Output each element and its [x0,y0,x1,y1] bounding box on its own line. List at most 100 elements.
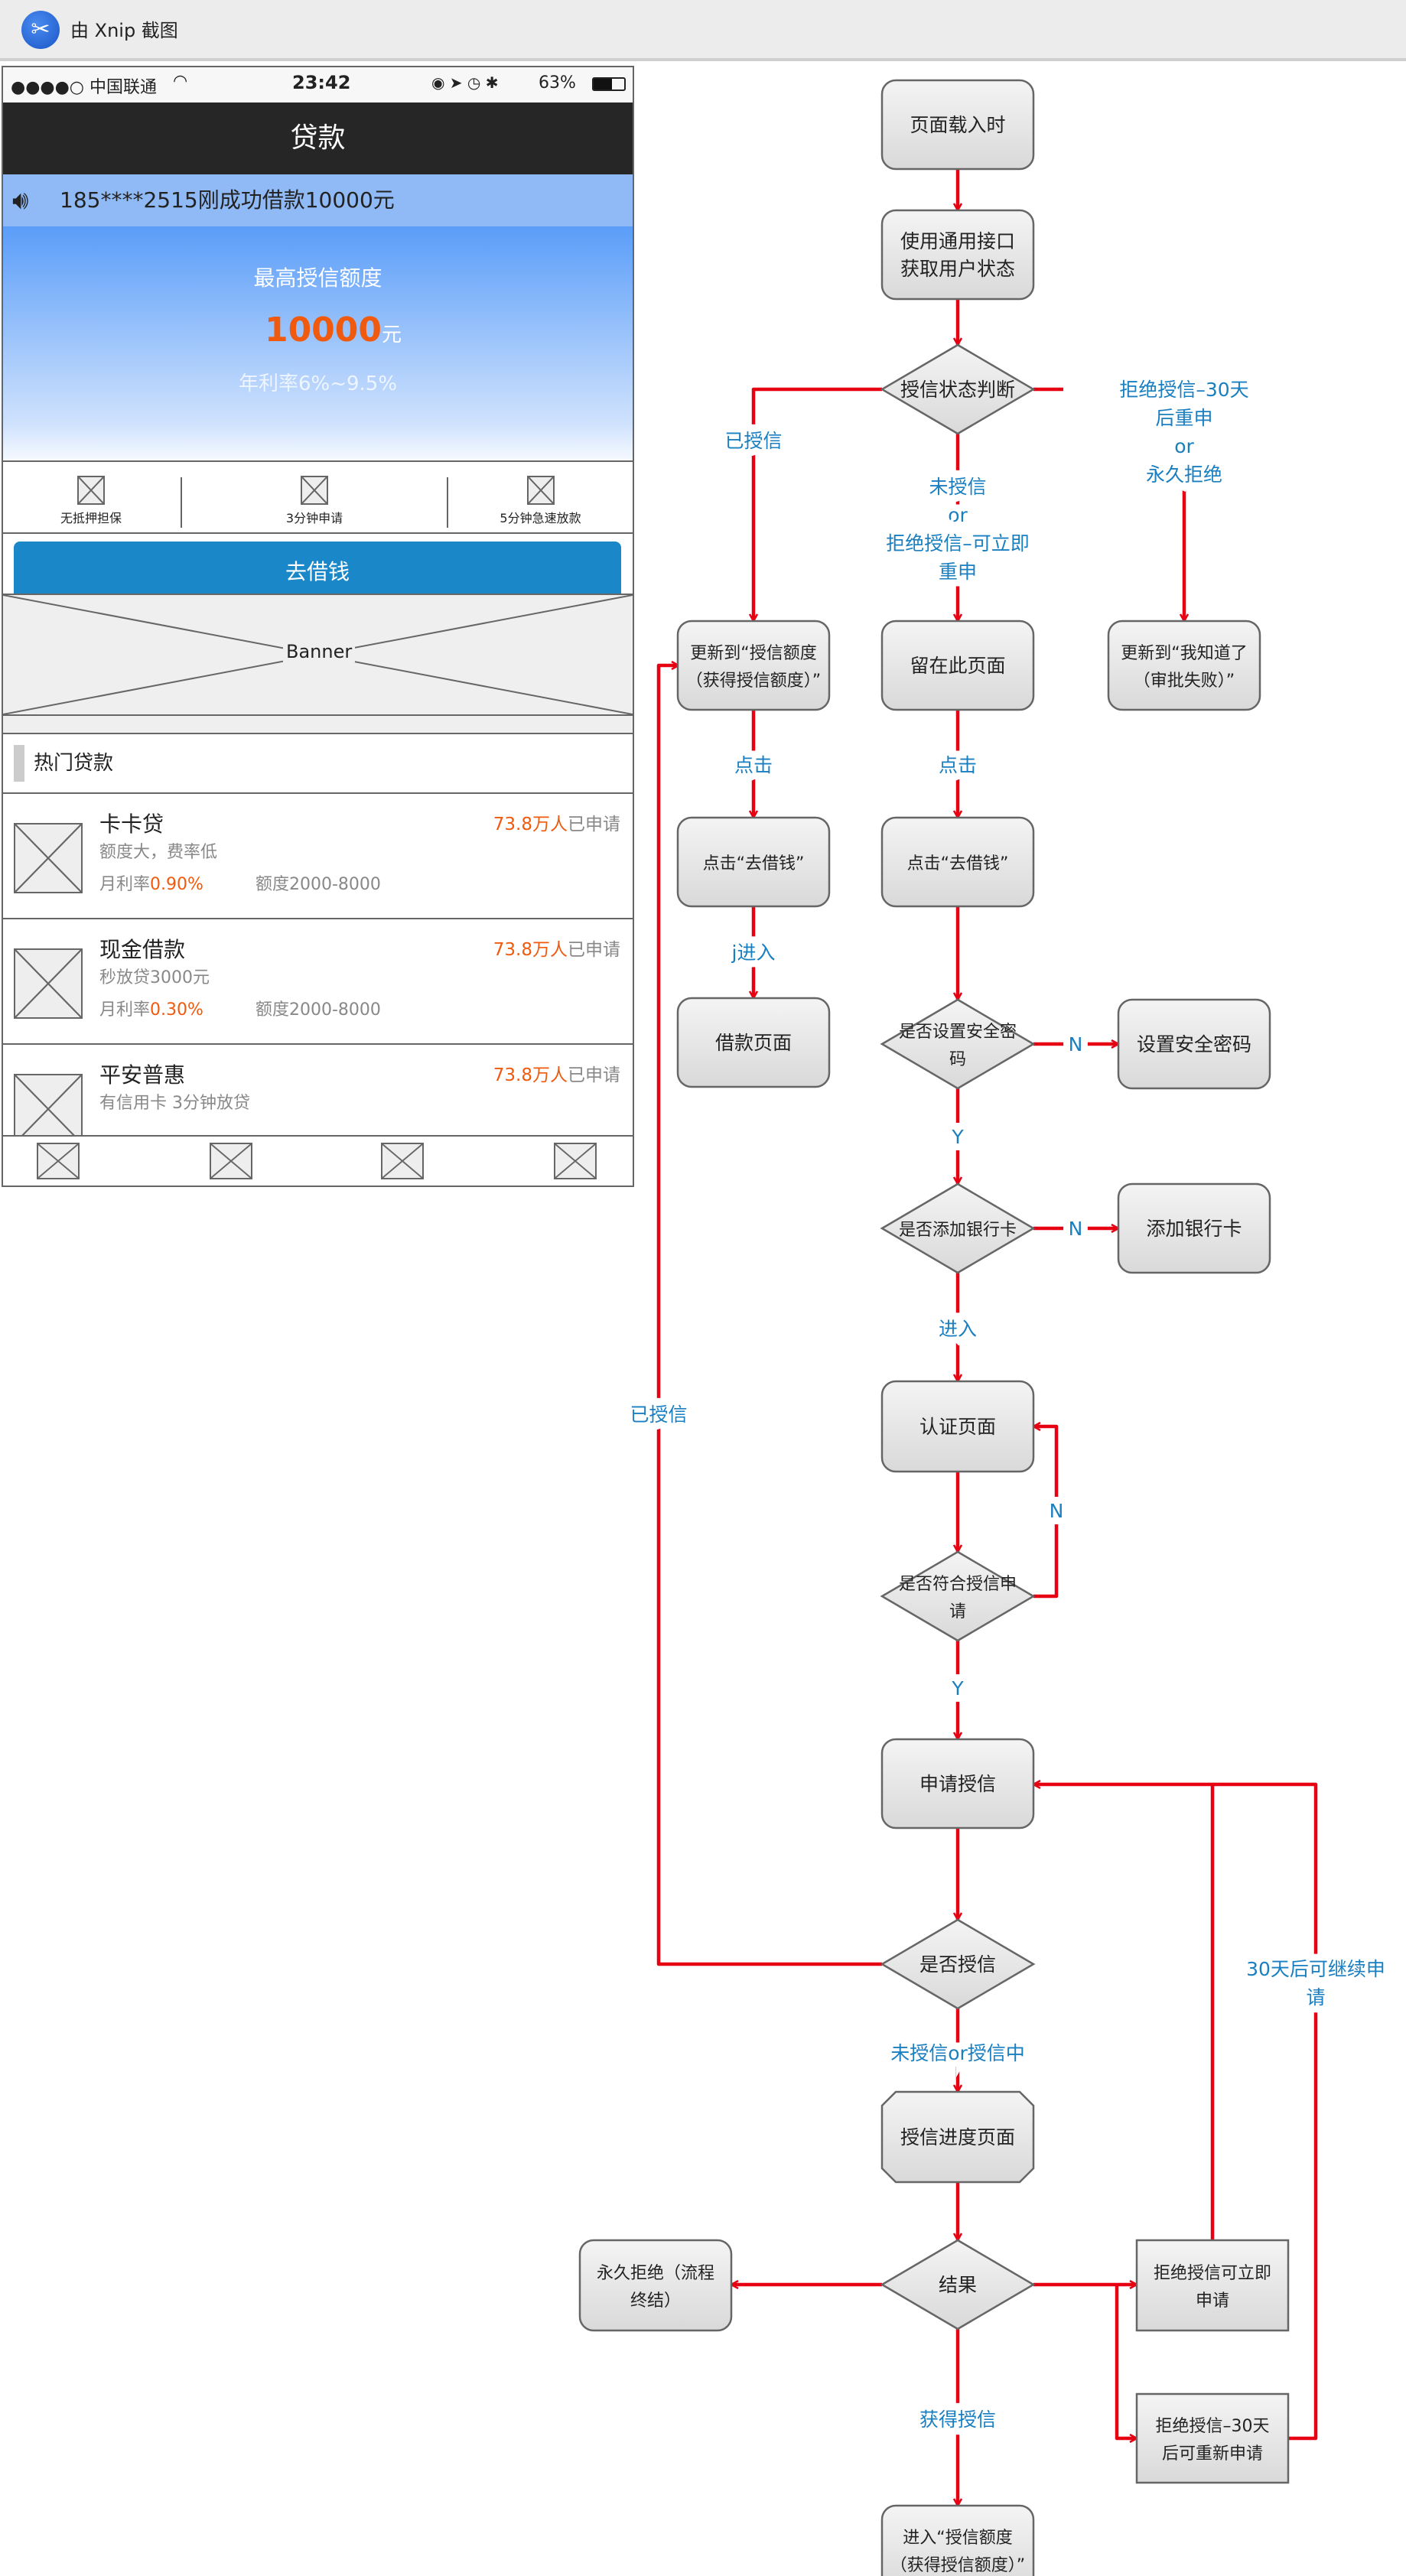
flow-node-auth-page: 认证页面 [880,1380,1035,1473]
label-text: 拒绝授信–30天 [1119,379,1248,401]
flow-node-update-fail: 更新到“我知道了（审批失败）” [1107,620,1261,711]
flow-label-n1: N [1062,1026,1090,1062]
node-text: 是否授信 [919,1953,996,1976]
node-text: （审批失败）” [1134,672,1235,691]
status-icons: ◉ ➤ ◷ ✱ [431,73,499,92]
node-text: 后可重新申请 [1162,2444,1263,2464]
flow-node-enter-credit: 进入“授信额度 （获得授信额度）” [880,2504,1035,2576]
node-text: 拒绝授信–30天 [1156,2417,1270,2436]
tab-icon [37,1143,80,1179]
node-text: 请 [949,1602,966,1621]
node-text: 结果 [939,2274,977,2296]
node-text: 点击“去借钱” [703,854,805,873]
label-text: 获得授信 [919,2408,996,2431]
loan-item[interactable]: 卡卡贷 额度大，费率低 月利率0.90% 额度2000-8000 73.8万人已… [3,794,633,919]
flow-node-click-mid: 点击“去借钱” [880,816,1035,908]
loan-image-icon [14,948,83,1019]
borrow-button[interactable]: 去借钱 [14,542,621,603]
notice-text: 185****2515刚成功借款10000元 [60,187,395,213]
hot-loans-header: 热门贷款 [3,733,633,794]
node-text: 更新到“授信额度 [690,644,816,663]
rate-label: 月利率 [99,875,151,894]
status-time: 23:42 [292,72,351,93]
tab-loan[interactable]: 贷款 [35,1143,81,1186]
loan-name: 现金借款 [99,937,186,962]
tab-news[interactable]: 资讯 [379,1143,425,1186]
flow-node-apply: 申请授信 [880,1738,1035,1830]
rate-value: 0.30% [150,1000,203,1020]
flow-arrow [753,387,882,621]
label-text: 点击 [734,754,773,776]
node-text: 留在此页面 [910,655,1005,677]
label-text: or [948,504,968,526]
loan-rate: 月利率0.30% [99,996,203,1020]
tab-accounting[interactable]: 记账 [208,1143,254,1186]
loan-name: 卡卡贷 [99,812,164,837]
node-text: 是否符合授信申 [899,1575,1017,1594]
feature-label: 3分钟申请 [285,511,343,525]
flow-node-add-card: 添加银行卡 [1117,1182,1271,1274]
node-text: 码 [949,1050,966,1069]
hot-loans-title: 热门贷款 [34,752,114,775]
flow-label-y2: Y [944,1670,971,1706]
loan-desc: 秒放贷3000元 [99,968,210,987]
notice-bar: 🔊︎ 185****2515刚成功借款10000元 [3,174,633,226]
hero-rate: 年利率6%~9.5% [238,372,398,395]
flow-node-result: 结果 [880,2239,1036,2330]
battery-percent: 63% [539,73,576,93]
node-text: （获得授信额度）” [890,2556,1025,2575]
count-value: 73.8万人 [493,1065,568,1085]
feature-item: 3分钟申请 [182,462,447,532]
tab-mine[interactable]: 我的 [552,1143,598,1186]
loan-desc: 有信用卡 3分钟放贷 [99,1094,250,1113]
flow-label-enter: 进入 [932,1311,984,1347]
node-text: 添加银行卡 [1146,1218,1242,1240]
flow-node-stay: 留在此页面 [880,620,1035,711]
flow-arrow [1033,1426,1059,1599]
hero-unit: 元 [382,324,402,346]
node-text: 认证页面 [919,1416,996,1438]
window-titlebar: ✂ 由 Xnip 截图 [0,0,1406,61]
loan-item[interactable]: 现金借款 秒放贷3000元 月利率0.30% 额度2000-8000 73.8万… [3,919,633,1045]
node-text: 授信状态判断 [900,379,1015,401]
flow-label-pending: 未授信or授信中 [884,2035,1032,2071]
phone-mockup: ●●●●○ 中国联通 ◠ 23:42 ◉ ➤ ◷ ✱ 63% 贷款 🔊︎ 185… [2,66,634,1187]
divider [181,477,182,528]
label-text: 永久拒绝 [1146,463,1222,486]
feature-item: 5分钟急速放款 [448,462,633,532]
flow-node-set-pwd: 设置安全密码 [1117,998,1271,1090]
label-text: 请 [1306,1986,1325,2008]
flow-node-update-credit: 更新到“授信额度 （获得授信额度）” [676,620,831,711]
cta-section: 去借钱 [3,535,633,603]
node-text: （获得授信额度）” [686,672,821,691]
loan-rate: 月利率0.90% [99,870,203,895]
divider [447,477,448,528]
label-text: j进入 [731,942,776,964]
flow-arrow [656,665,882,1966]
node-text: 进入“授信额度 [903,2529,1012,2548]
banner-placeholder[interactable]: Banner [3,594,633,716]
loan-limit: 额度2000-8000 [255,875,381,894]
window-title: 由 Xnip 截图 [70,20,178,41]
count-value: 73.8万人 [493,815,568,834]
label-text: 后重申 [1155,407,1212,429]
node-text: 授信进度页面 [900,2126,1015,2148]
label-text: N [1050,1500,1064,1522]
loan-desc: 额度大，费率低 [99,843,218,862]
node-text: 设置安全密码 [1137,1033,1251,1055]
flow-node-progress: 授信进度页面 [880,2090,1035,2184]
feature-label: 无抵押担保 [60,511,122,525]
flow-node-click-left: 点击“去借钱” [676,816,831,908]
status-bar: ●●●●○ 中国联通 ◠ 23:42 ◉ ➤ ◷ ✱ 63% [3,67,633,101]
flow-arrow [1033,1784,1215,2240]
label-text: or [1174,435,1194,457]
flow-label-click2: 点击 [932,747,984,783]
spacer [3,716,633,733]
feature-strip: 无抵押担保 3分钟申请 5分钟急速放款 [3,460,633,534]
label-text: 点击 [939,754,977,776]
node-text: 申请 [1196,2291,1229,2311]
loan-count: 73.8万人已申请 [493,809,620,835]
